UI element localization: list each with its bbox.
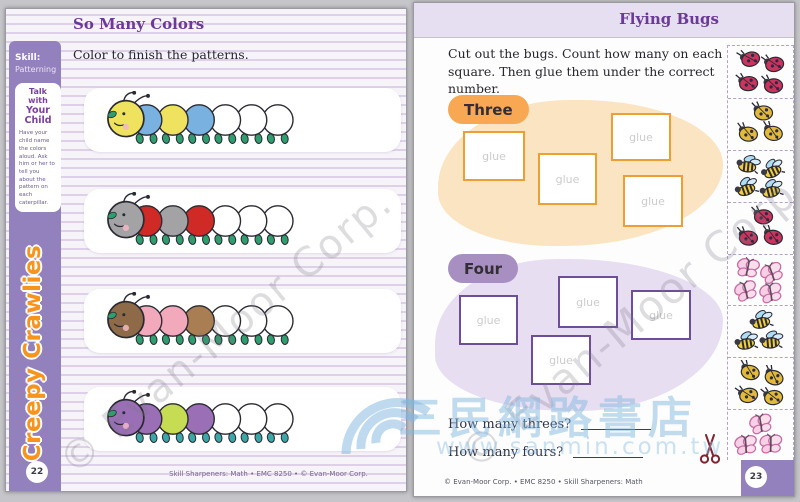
unit-title-creepy-crawlies: Creepy Crawlies: [20, 244, 46, 462]
butterfly-icon: [758, 282, 784, 304]
bee-icon: [733, 330, 759, 352]
instruction-text: Color to finish the patterns.: [73, 47, 249, 62]
answer-line: [573, 457, 644, 458]
butterfly-icon: [735, 256, 761, 279]
bee-icon: [748, 309, 774, 331]
number-label-three: Three: [448, 95, 529, 124]
glue-square: glue: [463, 131, 525, 181]
bee-icon: [735, 153, 761, 175]
ladybug-yellow-icon: [759, 364, 785, 387]
butterfly-icon: [748, 412, 774, 435]
butterfly-icon: [758, 432, 784, 455]
left-sidebar: Skill: Patterning Talk with Your Child H…: [9, 41, 61, 491]
bug-card-3-bee: [728, 305, 793, 357]
ladybug-yellow-icon: [733, 122, 759, 144]
bug-card-3-butterfly: [728, 409, 793, 461]
number-label-four: Four: [448, 254, 519, 283]
bug-card-4-ladybug-red: [728, 46, 793, 98]
glue-label: glue: [476, 313, 501, 327]
glue-label: glue: [549, 353, 573, 367]
caterpillar-illustration: [107, 292, 294, 345]
page-title: So Many Colors: [73, 15, 205, 33]
instruction-text: Cut out the bugs. Count how many on each…: [448, 46, 723, 96]
page-title: Flying Bugs: [619, 10, 719, 28]
bug-card-4-bee: [728, 149, 793, 202]
skill-label: Skill:: [15, 53, 41, 63]
ladybug-red-icon: [733, 226, 759, 248]
cut-out-bug-strip: [727, 45, 794, 460]
glue-label: glue: [482, 149, 506, 163]
ladybug-red-icon: [748, 205, 774, 227]
bug-card-4-ladybug-yellow: [728, 357, 793, 409]
caterpillar-illustration: [107, 91, 294, 144]
right-page-footer: © Evan-Moor Corp. • EMC 8250 • Skill Sha…: [444, 478, 643, 486]
glue-square: glue: [623, 175, 683, 227]
caterpillar-illustration: [107, 390, 294, 443]
glue-square: glue: [611, 113, 671, 161]
question-how-many-threes: How many threes?: [448, 417, 652, 432]
glue-label: glue: [641, 194, 665, 208]
question-how-many-fours: How many fours?: [448, 445, 644, 460]
ladybug-yellow-icon: [758, 386, 784, 408]
ladybug-red-icon: [759, 53, 785, 75]
bee-icon: [759, 158, 786, 180]
glue-label: glue: [555, 172, 580, 186]
ladybug-yellow-icon: [758, 121, 784, 143]
butterfly-icon: [733, 434, 759, 456]
ladybug-red-icon: [735, 48, 761, 70]
bug-card-3-ladybug-yellow: [728, 97, 793, 150]
page-number-badge: 22: [26, 461, 48, 483]
caterpillar-exercise-box: [84, 387, 401, 451]
glue-square: glue: [631, 290, 691, 340]
talk-box-title: Talk with Your Child: [24, 87, 52, 127]
ladybug-yellow-icon: [735, 359, 761, 382]
butterfly-icon: [733, 280, 759, 302]
bee-icon: [758, 178, 784, 200]
ladybug-yellow-icon: [733, 384, 759, 406]
glue-label: glue: [576, 295, 600, 309]
glue-label: glue: [649, 308, 673, 322]
skill-value: Patterning: [15, 65, 57, 74]
bee-icon: [733, 176, 760, 198]
glue-square: glue: [538, 153, 597, 205]
caterpillar-illustration: [107, 192, 294, 245]
glue-square: glue: [531, 335, 591, 385]
ladybug-red-icon: [758, 74, 784, 96]
page-number-badge: 23: [745, 466, 767, 488]
answer-line: [581, 429, 652, 430]
talk-with-your-child-box: Talk with Your Child Have your child nam…: [15, 83, 61, 213]
left-page: © Evan-Moor Corp. So Many Colors Color t…: [5, 8, 407, 492]
caterpillar-exercise-box: [84, 289, 401, 353]
ladybug-red-icon: [733, 72, 759, 94]
bee-icon: [758, 329, 784, 351]
glue-square: glue: [558, 276, 618, 328]
ladybug-red-icon: [758, 224, 784, 247]
caterpillar-exercise-box: [84, 88, 401, 152]
talk-box-text: Have your child name the colors aloud. A…: [19, 130, 55, 206]
right-page: © Evan-Moor Corp. Flying Bugs Cut out th…: [413, 2, 795, 497]
glue-square: glue: [459, 295, 518, 345]
header-band: [414, 3, 794, 38]
bug-card-4-butterfly: [728, 253, 793, 306]
scissors-icon: [699, 433, 721, 465]
left-page-footer: Skill Sharpeners: Math • EMC 8250 • © Ev…: [169, 470, 368, 478]
glue-label: glue: [629, 130, 653, 144]
caterpillar-exercise-box: [84, 189, 401, 253]
butterfly-icon: [759, 261, 785, 284]
ladybug-yellow-icon: [748, 101, 774, 123]
bug-card-3-ladybug-red: [728, 201, 793, 254]
